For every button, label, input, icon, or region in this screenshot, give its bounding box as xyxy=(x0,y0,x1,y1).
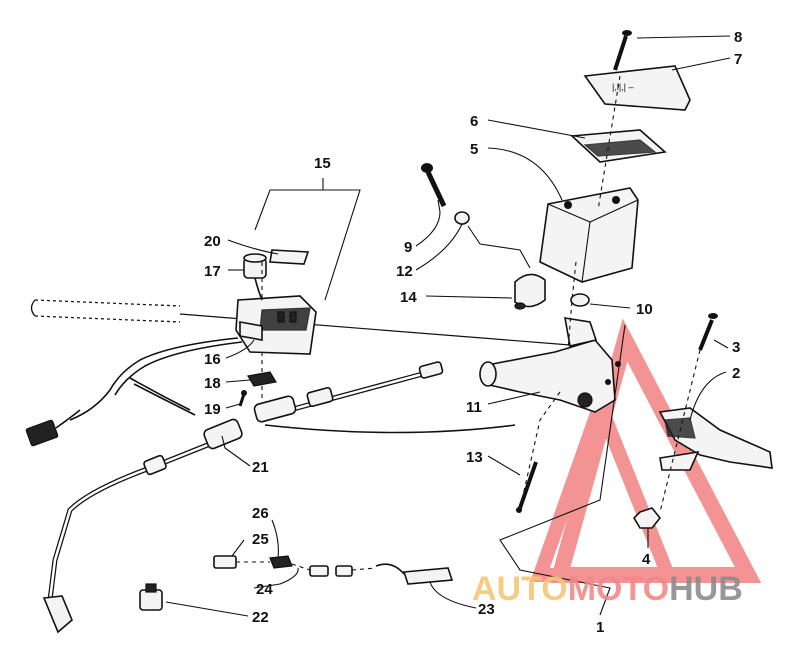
callout-9: 9 xyxy=(404,239,412,256)
callout-22: 22 xyxy=(252,609,269,626)
bolt-part-9 xyxy=(421,163,447,208)
gasket-part-6 xyxy=(570,129,667,163)
inner-cable xyxy=(264,424,516,434)
throttle-cable-upper xyxy=(253,361,444,423)
callout-2: 2 xyxy=(732,365,740,382)
master-cylinder-body-part-11 xyxy=(479,317,621,413)
callout-25: 25 xyxy=(252,531,269,548)
callout-20: 20 xyxy=(204,233,221,250)
part-26 xyxy=(269,555,293,569)
clamp-part-14 xyxy=(514,273,546,310)
reservoir-part-5 xyxy=(539,187,639,283)
callout-16: 16 xyxy=(204,351,221,368)
callout-10: 10 xyxy=(636,301,653,318)
callout-12: 12 xyxy=(396,263,413,280)
callout-14: 14 xyxy=(400,289,417,306)
washer-part-10 xyxy=(570,293,590,307)
callout-21: 21 xyxy=(252,459,269,476)
part-25 xyxy=(213,555,237,569)
wiring-harness xyxy=(25,337,243,447)
callout-23: 23 xyxy=(478,601,495,618)
bracket-part-18 xyxy=(247,371,277,387)
callout-1: 1 xyxy=(596,619,604,636)
brake-lever-part-2 xyxy=(658,407,773,471)
switch-housing xyxy=(235,295,317,355)
callout-5: 5 xyxy=(470,141,478,158)
watermark-hub: HUB xyxy=(669,570,743,608)
callout-3: 3 xyxy=(732,339,740,356)
cover-part-7: |,l|,| – xyxy=(583,65,691,111)
screw-part-8 xyxy=(613,30,632,71)
banjo-fitting-part-22 xyxy=(139,583,163,611)
part-24-a xyxy=(309,565,329,577)
callout-6: 6 xyxy=(470,113,478,130)
part-24-b xyxy=(335,565,353,577)
callout-17: 17 xyxy=(204,263,221,280)
switch-parts-group xyxy=(213,555,454,585)
watermark-text: AUTOMOTOHUB xyxy=(472,570,743,608)
leader-lines xyxy=(165,35,731,617)
watermark-moto: MOTO xyxy=(568,570,669,608)
callout-13: 13 xyxy=(466,449,483,466)
callout-8: 8 xyxy=(734,29,742,46)
callout-7: 7 xyxy=(734,51,742,68)
svg-text:|,l|,| –: |,l|,| – xyxy=(612,82,634,92)
brake-hose-part-21 xyxy=(42,418,243,634)
washer-part-12 xyxy=(454,211,470,225)
callout-labels: 1 2 3 4 5 6 7 8 9 10 11 12 13 14 15 16 1… xyxy=(204,29,742,636)
callout-11: 11 xyxy=(466,399,482,416)
callout-4: 4 xyxy=(642,551,651,568)
screw-part-13 xyxy=(516,461,538,513)
callout-18: 18 xyxy=(204,375,221,392)
pivot-bolt-part-3 xyxy=(698,313,718,351)
callout-15: 15 xyxy=(314,155,331,172)
grommet-part-17 xyxy=(243,253,267,301)
callout-24: 24 xyxy=(256,581,273,598)
watermark-auto: AUTO xyxy=(472,570,568,608)
callout-26: 26 xyxy=(252,505,269,522)
screw-part-19 xyxy=(238,390,247,407)
watermark-triangle-inner xyxy=(530,385,679,582)
nut-part-4 xyxy=(632,507,662,529)
part-23 xyxy=(402,567,454,585)
label-part-20 xyxy=(269,249,310,265)
svg-text:AUTOMOTOHUB: AUTOMOTOHUB xyxy=(472,570,743,608)
callout-19: 19 xyxy=(204,401,221,418)
